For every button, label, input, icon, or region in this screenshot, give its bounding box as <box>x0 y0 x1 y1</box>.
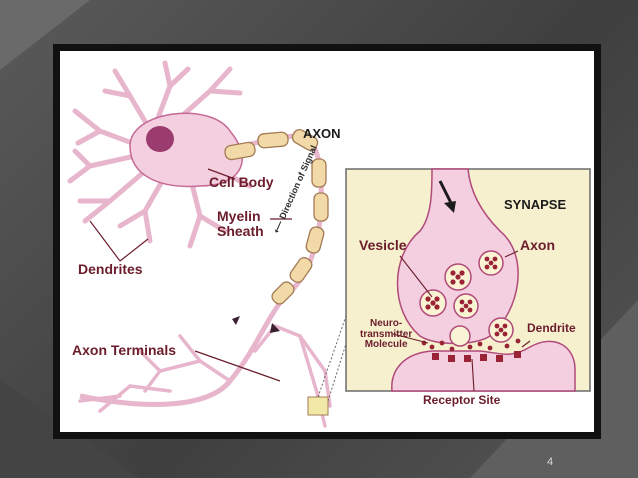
nucleus <box>146 126 174 152</box>
neuron-diagram: AXON Cell Body Myelin Sheath Dendrites A… <box>60 51 594 432</box>
vesicle-label: Vesicle <box>359 237 407 253</box>
receptor-site-label: Receptor Site <box>423 393 501 407</box>
axon-terminal-branches <box>78 323 332 428</box>
dendrite-label: Dendrite <box>527 321 576 335</box>
cell-body <box>129 112 243 188</box>
synapse-title: SYNAPSE <box>504 197 567 212</box>
synapse-inset <box>345 168 591 392</box>
myelin-label-line1: Myelin <box>217 208 261 224</box>
page-number: 4 <box>546 456 554 468</box>
neurotransmitter-line2: transmitter <box>360 328 413 340</box>
neurotransmitter-dots <box>421 256 521 352</box>
dendrites-label: Dendrites <box>78 261 143 277</box>
axon-label: AXON <box>303 126 341 141</box>
vesicles <box>419 250 514 347</box>
neuron-illustration <box>67 60 591 428</box>
synapse-flow-arrow-icon <box>438 180 456 213</box>
axon-terminals-label: Axon Terminals <box>72 342 176 358</box>
cell-body-label: Cell Body <box>209 174 274 190</box>
myelin-sheath-segments <box>224 128 329 305</box>
dendrite-branches <box>67 60 253 249</box>
leader-lines <box>89 168 292 382</box>
slide-frame: AXON Cell Body Myelin Sheath Dendrites A… <box>53 44 601 439</box>
myelin-label-line2: Sheath <box>217 222 264 239</box>
neurotransmitter-line1: Neuro- <box>370 318 403 329</box>
terminal-zoom-box <box>307 396 329 416</box>
synapse-axon-label: Axon <box>520 237 555 253</box>
myelin-sheath-label: Myelin Sheath <box>217 209 264 238</box>
receptor-sites <box>432 351 521 362</box>
neurotransmitter-label: Neuro- transmitter Molecule <box>360 318 413 351</box>
terminal-direction-arrows <box>232 316 280 333</box>
neurotransmitter-line3: Molecule <box>364 339 408 350</box>
